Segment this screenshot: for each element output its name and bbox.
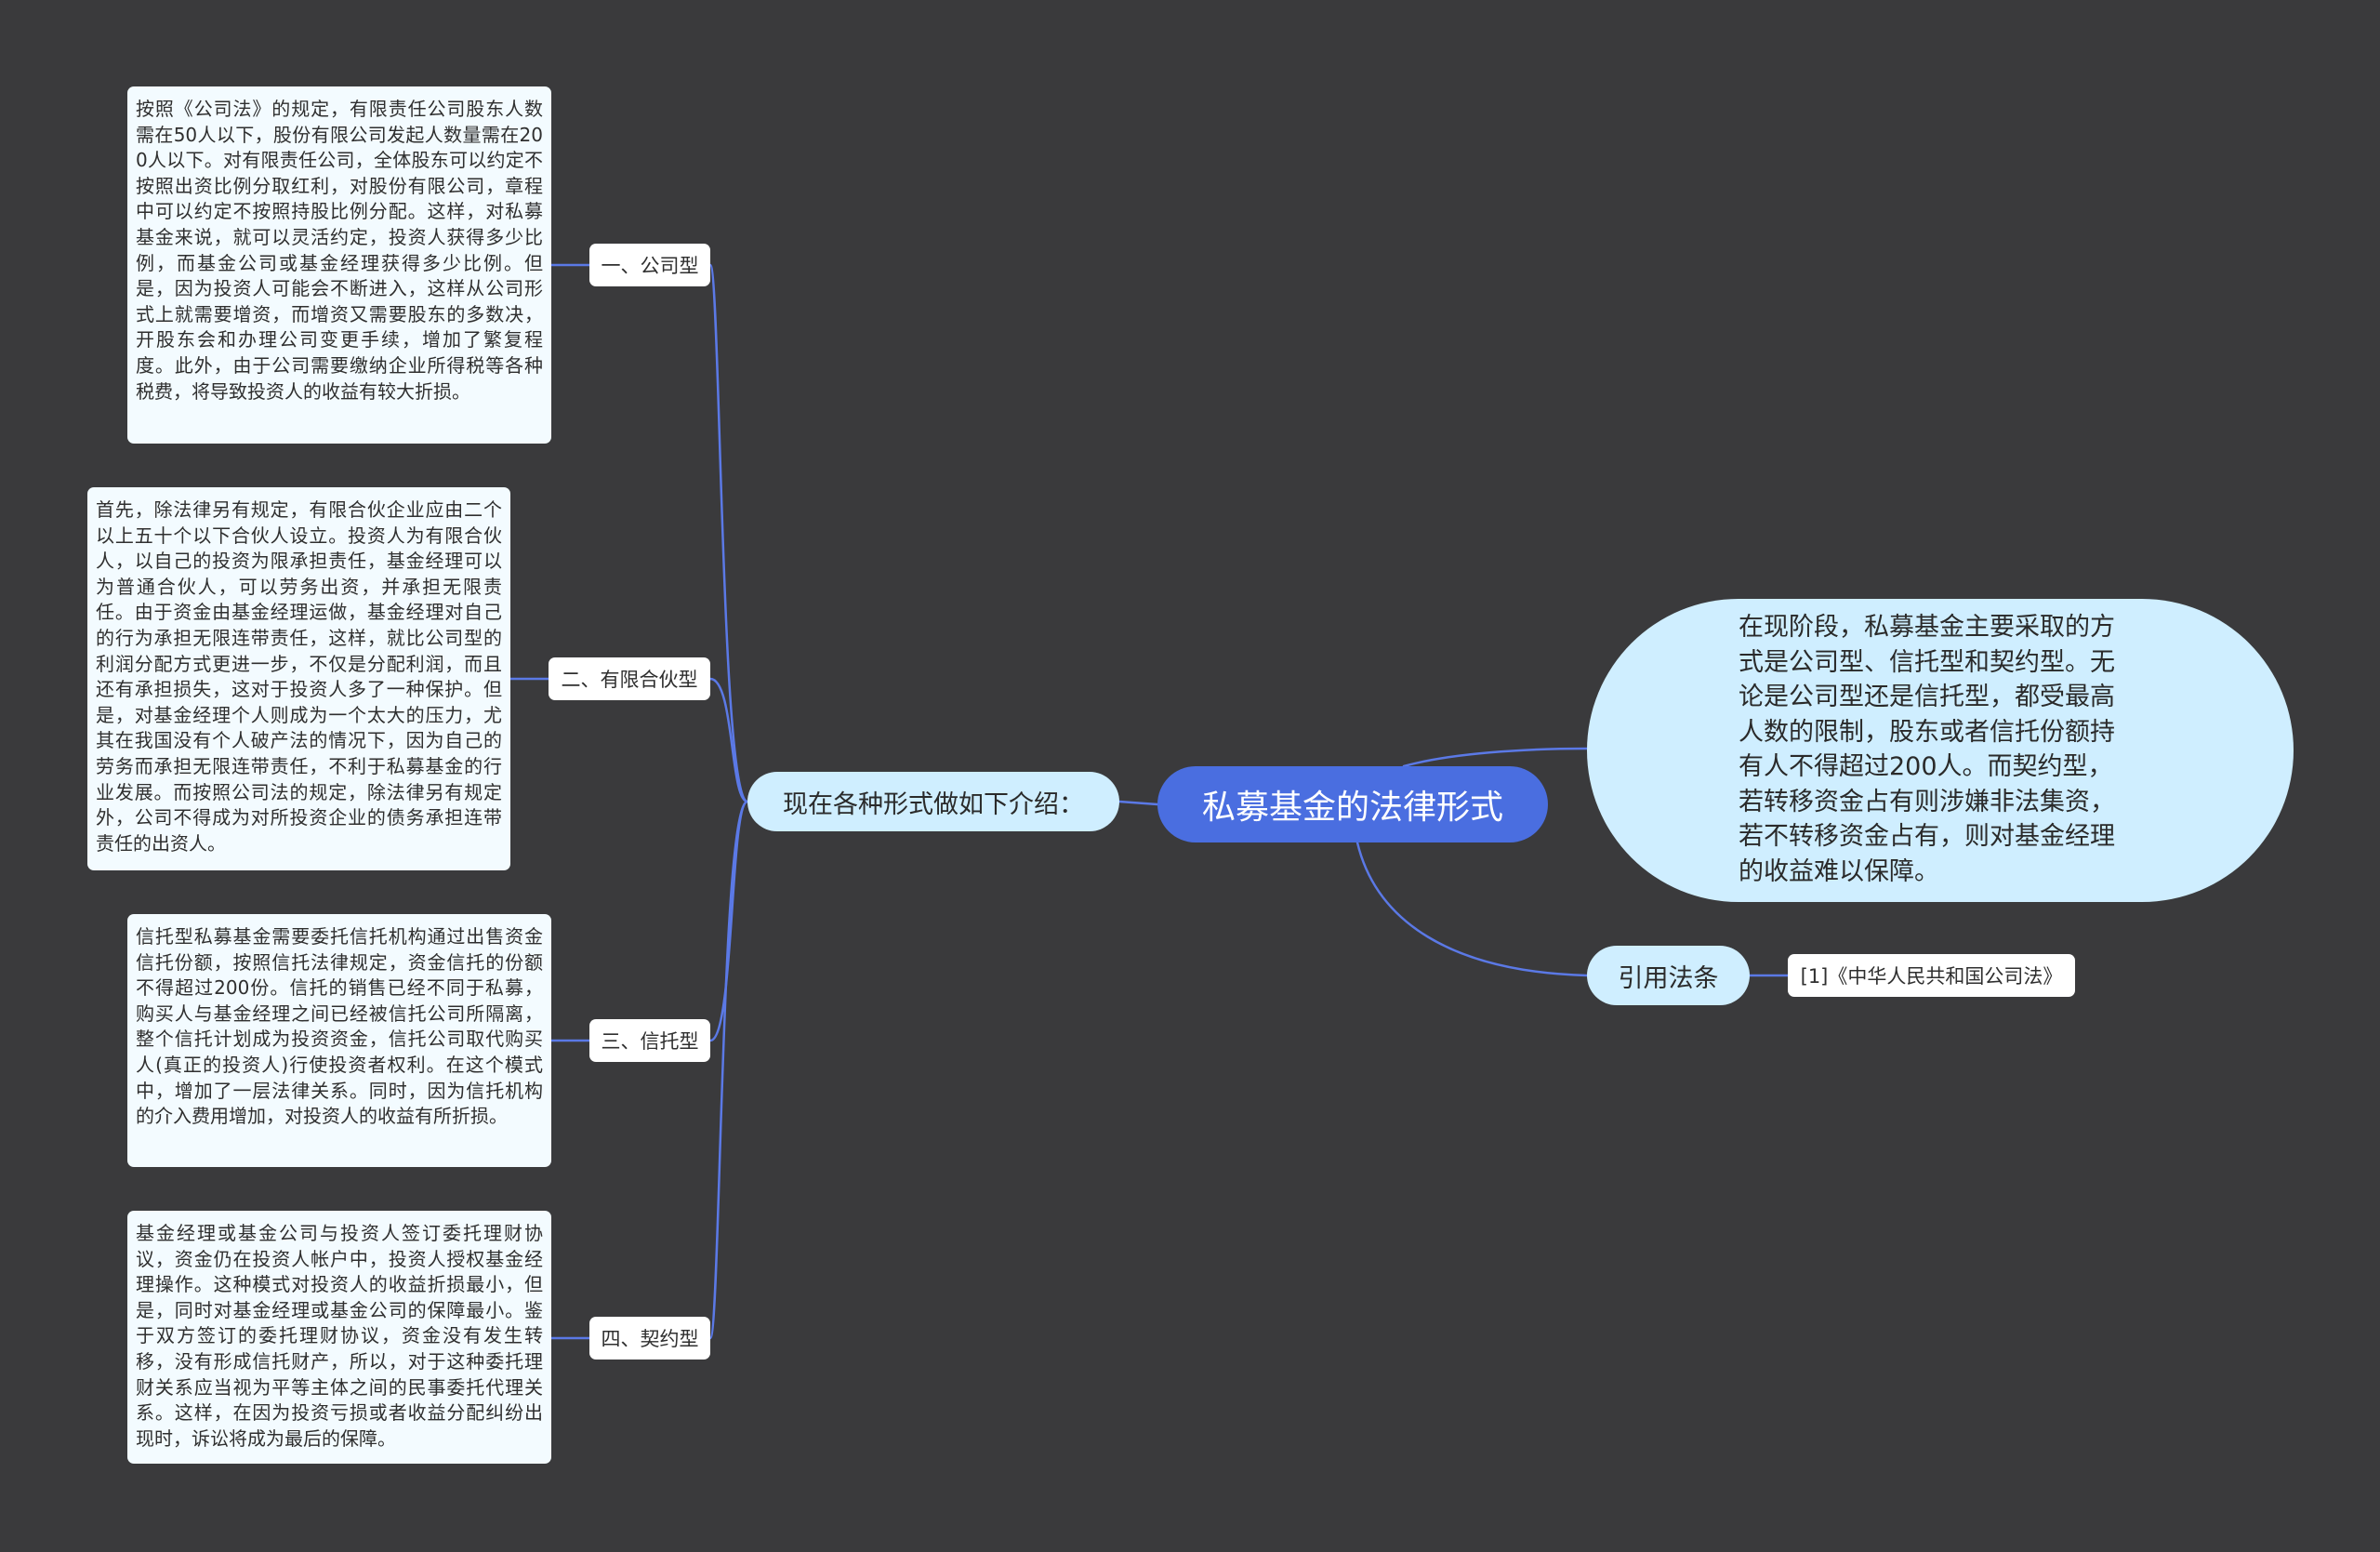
- form-detail-contract: 基金经理或基金公司与投资人签订委托理财协议，资金仍在投资人帐户中，投资人授权基金…: [127, 1211, 551, 1464]
- connector-intro-form-4: [708, 800, 749, 1340]
- form-label-text: 一、公司型: [601, 255, 699, 277]
- form-detail-text: 基金经理或基金公司与投资人签订委托理财协议，资金仍在投资人帐户中，投资人授权基金…: [136, 1222, 543, 1450]
- form-label-company[interactable]: 一、公司型: [589, 244, 710, 286]
- form-detail-company: 按照《公司法》的规定，有限责任公司股东人数需在50人以下，股份有限公司发起人数量…: [127, 86, 551, 444]
- connector-root-intro: [1117, 800, 1159, 806]
- form-detail-text: 信托型私募基金需要委托信托机构通过出售资金信托份额，按照信托法律规定，资金信托的…: [136, 925, 543, 1128]
- form-label-text: 二、有限合伙型: [561, 669, 698, 691]
- connector-intro-form-2: [708, 677, 749, 803]
- citation-item[interactable]: [1]《中华人民共和国公司法》: [1788, 954, 2075, 997]
- citation-node[interactable]: 引用法条: [1587, 946, 1750, 1005]
- intro-node[interactable]: 现在各种形式做如下介绍：: [747, 772, 1119, 831]
- root-title: 私募基金的法律形式: [1201, 789, 1503, 827]
- form-label-trust[interactable]: 三、信托型: [589, 1019, 710, 1062]
- citation-label: 引用法条: [1618, 963, 1719, 993]
- form-label-limited-partnership[interactable]: 二、有限合伙型: [549, 657, 710, 700]
- connector-root-summary: [1402, 747, 1589, 768]
- summary-text: 在现阶段，私募基金主要采取的方式是公司型、信托型和契约型。无论是公司型还是信托型…: [1739, 613, 2115, 886]
- form-label-contract[interactable]: 四、契约型: [589, 1317, 710, 1360]
- form-label-text: 四、契约型: [601, 1328, 699, 1350]
- form-detail-text: 按照《公司法》的规定，有限责任公司股东人数需在50人以下，股份有限公司发起人数量…: [136, 98, 543, 403]
- summary-node[interactable]: 在现阶段，私募基金主要采取的方式是公司型、信托型和契约型。无论是公司型还是信托型…: [1587, 599, 2294, 902]
- root-node[interactable]: 私募基金的法律形式: [1157, 766, 1548, 842]
- form-detail-trust: 信托型私募基金需要委托信托机构通过出售资金信托份额，按照信托法律规定，资金信托的…: [127, 914, 551, 1167]
- connector-intro-form-1: [708, 263, 749, 803]
- citation-item-text: [1]《中华人民共和国公司法》: [1800, 965, 2063, 988]
- form-label-text: 三、信托型: [601, 1030, 699, 1053]
- form-detail-limited-partnership: 首先，除法律另有规定，有限合伙企业应由二个以上五十个以下合伙人设立。投资人为有限…: [87, 487, 510, 870]
- connector-root-citation: [1355, 841, 1589, 977]
- intro-label: 现在各种形式做如下介绍：: [783, 789, 1084, 819]
- form-detail-text: 首先，除法律另有规定，有限合伙企业应由二个以上五十个以下合伙人设立。投资人为有限…: [96, 498, 502, 855]
